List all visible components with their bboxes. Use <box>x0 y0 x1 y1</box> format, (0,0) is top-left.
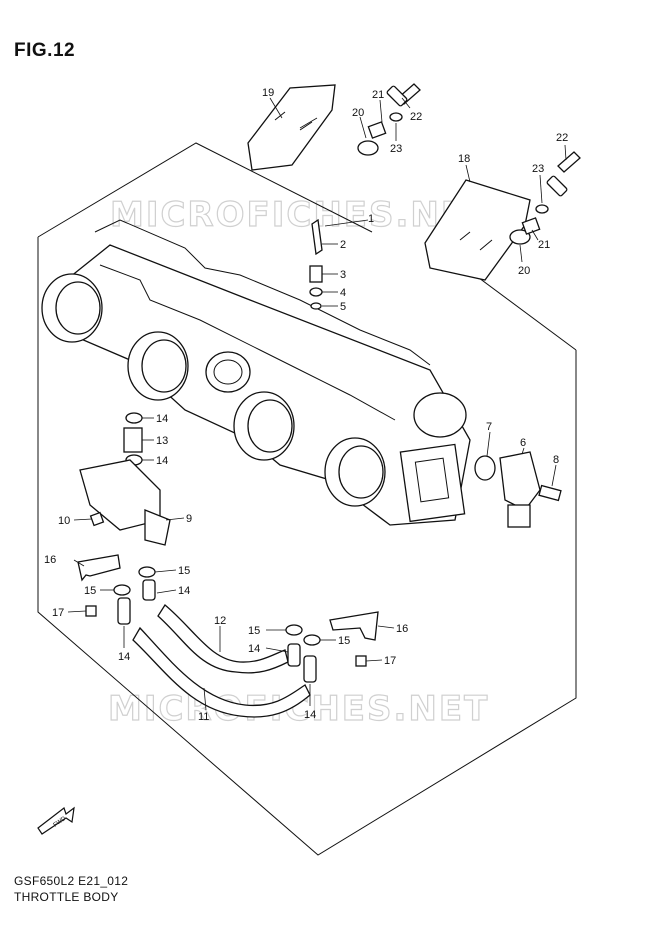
callout-18: 18 <box>458 153 470 165</box>
callout-12: 12 <box>214 615 226 627</box>
bracket-16-right[interactable] <box>329 611 379 641</box>
throttle-body-assembly[interactable] <box>41 219 471 526</box>
callout-20-right: 20 <box>518 265 530 277</box>
callout-14-b: 14 <box>118 651 130 663</box>
callout-3: 3 <box>340 269 346 281</box>
callout-15-b: 14 <box>156 455 168 467</box>
bracket-19[interactable] <box>247 84 336 171</box>
callout-8: 8 <box>553 454 559 466</box>
callout-15-c: 15 <box>178 565 190 577</box>
callout-23-right: 23 <box>532 163 544 175</box>
callout-21-top: 21 <box>372 89 384 101</box>
callout-21-right: 21 <box>538 239 550 251</box>
bracket-16-left[interactable] <box>77 554 121 582</box>
callout-1: 1 <box>368 213 374 225</box>
throttle-position-sensor[interactable] <box>474 451 562 528</box>
callout-23-top: 23 <box>390 143 402 155</box>
callout-14-a: 14 <box>178 585 190 597</box>
callout-17-left: 17 <box>52 607 64 619</box>
diagram-name: THROTTLE BODY <box>14 890 119 904</box>
hose-fittings[interactable] <box>85 566 367 683</box>
fastener-set-top[interactable] <box>357 83 421 156</box>
adjust-screw-stack[interactable] <box>309 218 323 310</box>
callout-19: 19 <box>262 87 274 99</box>
callout-5: 5 <box>340 301 346 313</box>
leader-lines <box>67 97 567 711</box>
callout-17-right: 17 <box>384 655 396 667</box>
watermark-top: MICROFICHES.NET <box>110 195 491 235</box>
callout-15-e: 15 <box>248 625 260 637</box>
figure-title: FIG.12 <box>14 40 76 61</box>
callout-11: 11 <box>198 711 209 723</box>
callout-10: 10 <box>58 515 70 527</box>
forward-arrow-icon: FWD <box>37 806 75 835</box>
callout-15-f: 15 <box>338 635 350 647</box>
callout-4: 4 <box>340 287 346 299</box>
callout-15-d: 15 <box>84 585 96 597</box>
callout-22-top: 22 <box>410 111 422 123</box>
callout-labels: 19 21 20 22 23 18 22 23 21 20 1 2 3 4 5 … <box>44 87 568 723</box>
callout-13: 13 <box>156 435 168 447</box>
diagram-code: GSF650L2 E21_012 <box>14 874 129 888</box>
callout-16-right: 16 <box>396 623 408 635</box>
fastener-set-right[interactable] <box>509 151 581 245</box>
callout-14-c: 14 <box>248 643 260 655</box>
callout-22-right: 22 <box>556 132 568 144</box>
callout-9: 9 <box>186 513 192 525</box>
callout-6: 6 <box>520 437 526 449</box>
callout-16-left: 16 <box>44 554 56 566</box>
callout-15-a: 14 <box>156 413 168 425</box>
callout-20-top: 20 <box>352 107 364 119</box>
callout-14-d: 14 <box>304 709 316 721</box>
idle-control-valve-group[interactable] <box>79 412 171 546</box>
callout-7: 7 <box>486 421 492 433</box>
callout-2: 2 <box>340 239 346 251</box>
